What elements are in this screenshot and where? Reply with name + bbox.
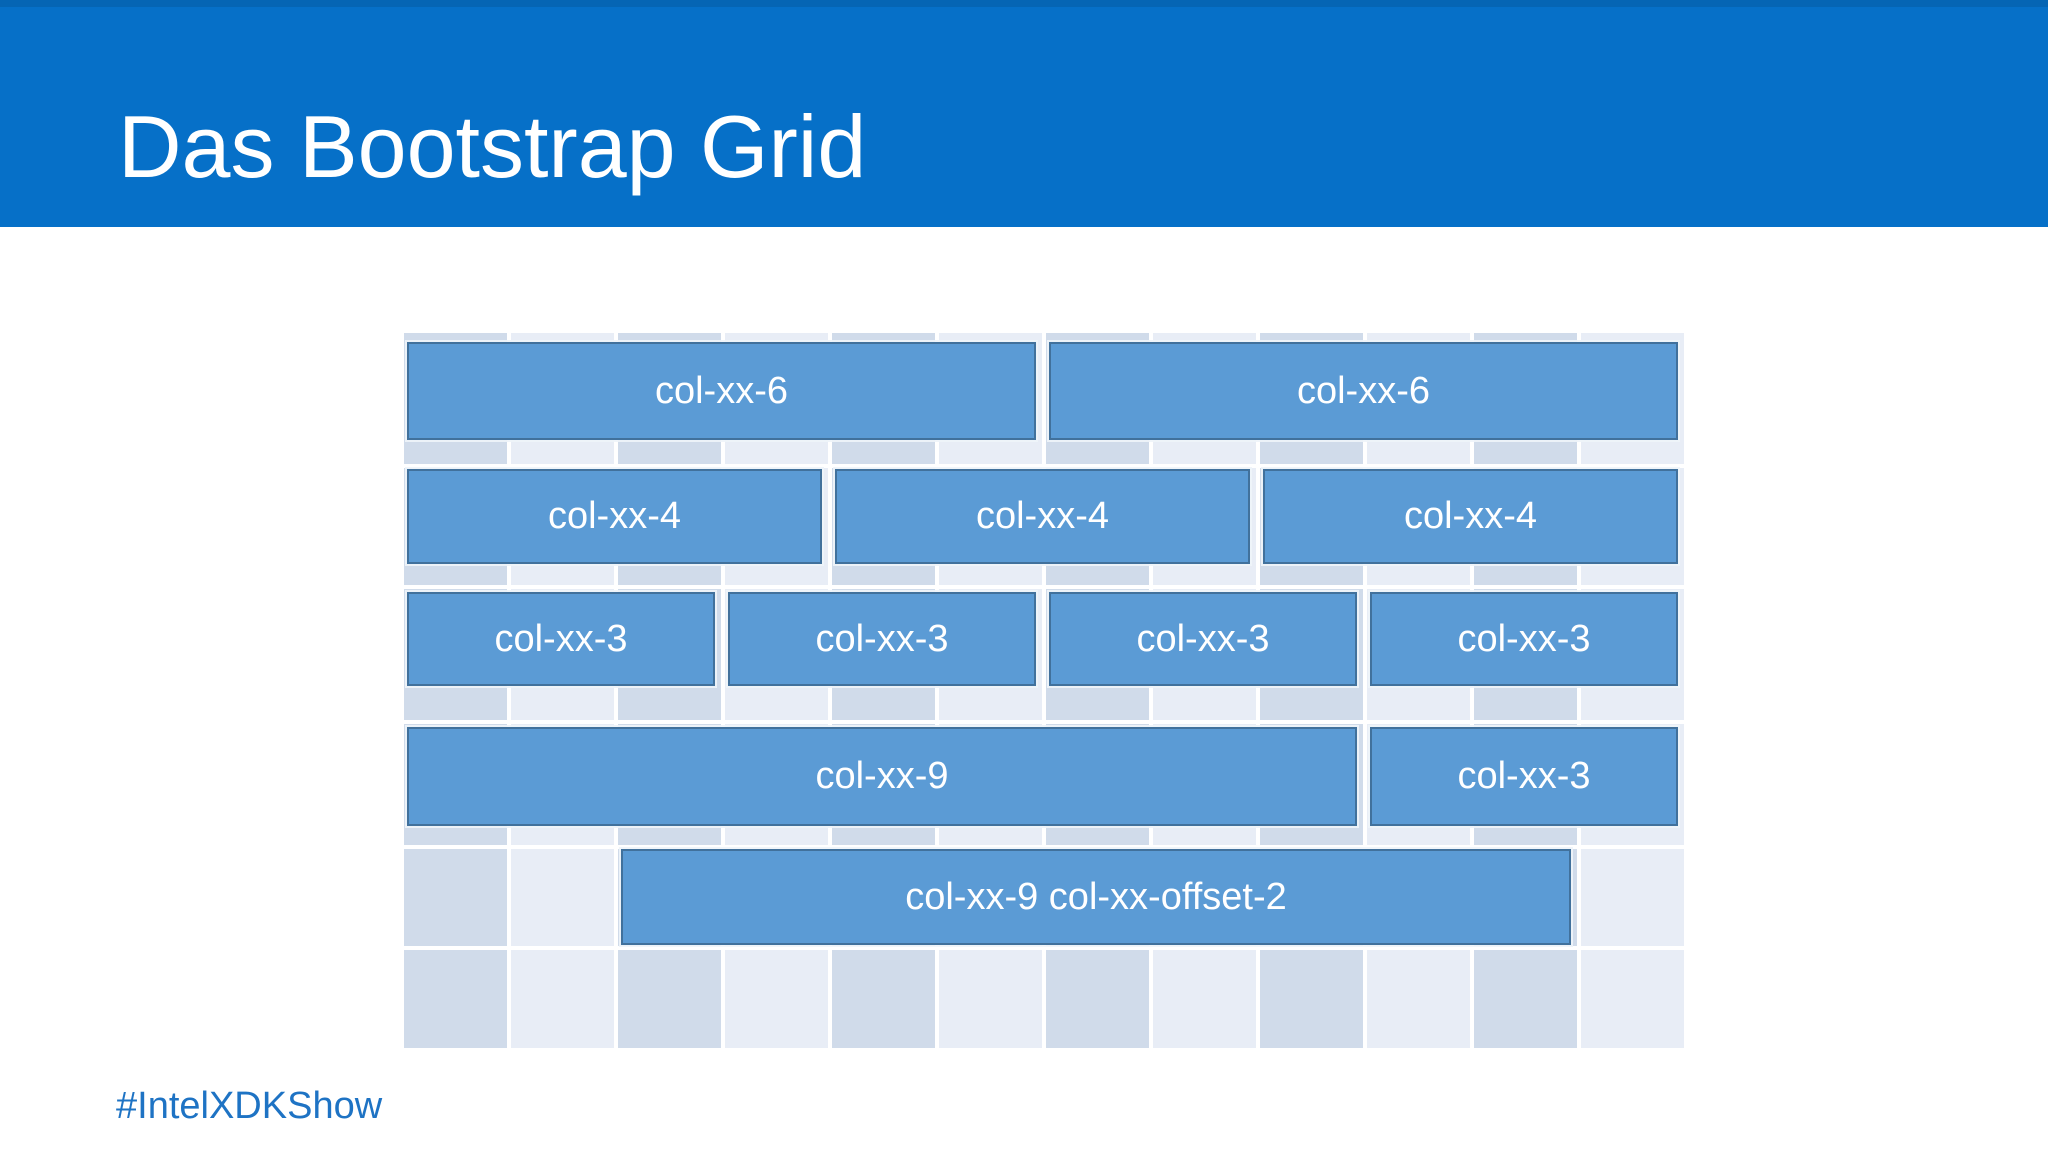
grid-box-col-xx-4: col-xx-4	[835, 469, 1250, 564]
grid-box-col-xx-4: col-xx-4	[407, 469, 822, 564]
grid-box-col-xx-3: col-xx-3	[407, 592, 715, 686]
grid-box-col-xx-6: col-xx-6	[407, 342, 1036, 440]
row-separator	[404, 464, 1688, 468]
row-separator	[404, 845, 1688, 849]
slide-title: Das Bootstrap Grid	[118, 97, 867, 196]
grid-box-col-xx-3: col-xx-3	[1049, 592, 1357, 686]
row-separator	[404, 720, 1688, 724]
grid-box-col-xx-3: col-xx-3	[1370, 727, 1678, 826]
row-separator	[404, 585, 1688, 589]
row-separator	[404, 946, 1688, 950]
grid-box-col-xx-4: col-xx-4	[1263, 469, 1678, 564]
slide-header-bar: Das Bootstrap Grid	[0, 0, 2048, 227]
grid-box-col-xx-3: col-xx-3	[1370, 592, 1678, 686]
grid-box-col-xx-9-offset-2: col-xx-9 col-xx-offset-2	[621, 849, 1571, 945]
grid-box-col-xx-3: col-xx-3	[728, 592, 1036, 686]
bootstrap-grid-diagram: col-xx-6 col-xx-6 col-xx-4 col-xx-4 col-…	[404, 333, 1688, 1048]
hashtag-label: #IntelXDKShow	[116, 1085, 383, 1127]
grid-box-col-xx-9: col-xx-9	[407, 727, 1357, 826]
grid-box-col-xx-6: col-xx-6	[1049, 342, 1678, 440]
